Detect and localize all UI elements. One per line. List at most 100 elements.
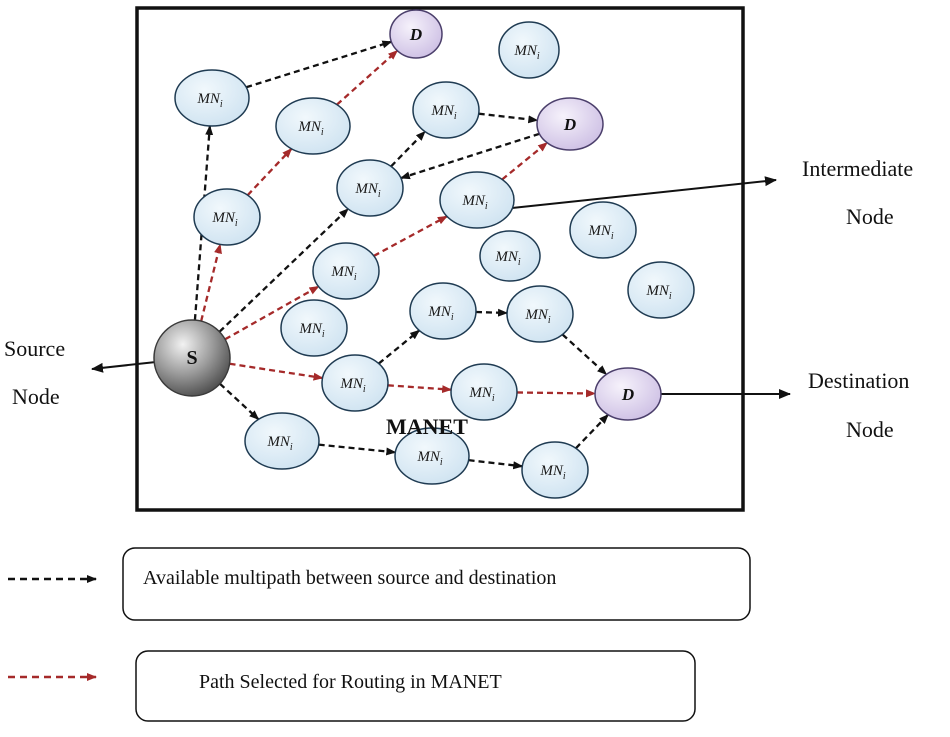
intermediate-node: MNi — [174, 69, 250, 127]
available-path-edge-s-a1 — [193, 124, 214, 321]
destination-node-label: D — [621, 385, 634, 404]
intermediate-node-label: MNi — [297, 119, 324, 138]
source-callout-line1: Source — [4, 336, 65, 361]
destination-node-label: D — [409, 25, 422, 44]
available-path-edge-a6-a4 — [390, 130, 426, 168]
destination-callout-line1: Destination — [808, 368, 909, 393]
selected-path-edge-a8-a7 — [373, 215, 448, 257]
intermediate-node-shape — [521, 441, 589, 499]
manet-area-label: MANET — [386, 414, 468, 439]
intermediate-node-label: MNi — [468, 385, 495, 404]
available-path-edge-d2-a6 — [399, 132, 540, 180]
legend-selected-label: Path Selected for Routing in MANET — [199, 671, 502, 693]
legend-available-label: Available multipath between source and d… — [143, 567, 556, 589]
intermediate-node: MNi — [312, 242, 380, 300]
legend-selected-box — [135, 650, 696, 722]
intermediate-node-shape — [312, 242, 380, 300]
available-path-edge-a15-a13 — [378, 329, 421, 365]
intermediate-node: MNi — [394, 427, 470, 485]
intermediate-node-label: MNi — [427, 304, 454, 323]
selected-path-edge-a15-a16 — [387, 384, 453, 394]
intermediate-node-shape — [506, 285, 574, 343]
intermediate-node-label: MNi — [354, 181, 381, 200]
legend-available-box — [122, 547, 751, 621]
destination-node-shape — [594, 367, 662, 421]
intermediate-node-label: MNi — [430, 103, 457, 122]
intermediate-node-shape — [479, 230, 541, 282]
intermediate-node-label: MNi — [330, 264, 357, 283]
destination-node-label: D — [563, 115, 576, 134]
intermediate-node-label: MNi — [587, 223, 614, 242]
intermediate-callout-arrow — [511, 176, 777, 209]
intermediate-node-shape — [409, 282, 477, 340]
available-path-edge-a19-d3 — [575, 413, 609, 450]
available-path-edge-a17-a18 — [318, 443, 397, 456]
intermediate-node-label: MNi — [524, 307, 551, 326]
intermediate-node: MNi — [244, 412, 320, 470]
intermediate-node: MNi — [439, 171, 515, 229]
destination-node: D — [594, 367, 662, 421]
intermediate-node: MNi — [498, 21, 560, 79]
intermediate-node: MNi — [321, 354, 389, 412]
intermediate-node: MNi — [479, 230, 541, 282]
source-callout-arrow — [91, 361, 157, 373]
intermediate-node-shape — [569, 201, 637, 259]
intermediate-node-shape — [321, 354, 389, 412]
path-edges — [193, 40, 609, 470]
intermediate-node-label: MNi — [539, 463, 566, 482]
legend: Available multipath between source and d… — [8, 547, 751, 722]
intermediate-node: MNi — [280, 299, 348, 357]
intermediate-node: MNi — [275, 97, 351, 155]
intermediate-node-label: MNi — [513, 43, 540, 62]
selected-path-edge-s-a15 — [229, 362, 324, 381]
intermediate-node-shape — [193, 188, 261, 246]
intermediate-node: MNi — [521, 441, 589, 499]
selected-path-edge-a16-d3 — [516, 389, 597, 398]
intermediate-node-label: MNi — [416, 449, 443, 468]
source-node: S — [153, 319, 231, 397]
destination-node: D — [389, 9, 443, 59]
intermediate-node: MNi — [506, 285, 574, 343]
intermediate-node: MNi — [412, 81, 480, 139]
available-path-edge-s-a17 — [219, 382, 260, 421]
intermediate-node-label: MNi — [494, 249, 521, 268]
intermediate-node-shape — [412, 81, 480, 139]
intermediate-node-label: MNi — [645, 283, 672, 302]
intermediate-node-shape — [174, 69, 250, 127]
intermediate-node-shape — [439, 171, 515, 229]
intermediate-node-shape — [244, 412, 320, 470]
source-node-shape — [153, 319, 231, 397]
selected-path-edge-a3-a2 — [246, 147, 293, 196]
selected-path-edge-a2-d1 — [336, 49, 399, 106]
intermediate-node-shape — [627, 261, 695, 319]
source-callout-line2: Node — [12, 384, 60, 409]
intermediate-node-label: MNi — [298, 321, 325, 340]
callout-arrows — [91, 176, 791, 399]
intermediate-node: MNi — [569, 201, 637, 259]
intermediate-node-label: MNi — [211, 210, 238, 229]
available-path-edge-a1-d1 — [245, 40, 393, 89]
intermediate-node-label: MNi — [461, 193, 488, 212]
available-path-edge-a18-a19 — [468, 459, 524, 470]
intermediate-node: MNi — [193, 188, 261, 246]
destination-callout-line2: Node — [846, 417, 894, 442]
intermediate-callout-line1: Intermediate — [802, 156, 913, 181]
available-path-edge-a13-a14 — [475, 308, 509, 317]
source-node-label: S — [186, 347, 197, 369]
intermediate-node: MNi — [627, 261, 695, 319]
destination-node-shape — [536, 97, 604, 151]
intermediate-node-label: MNi — [266, 434, 293, 453]
intermediate-node-shape — [394, 427, 470, 485]
selected-path-edge-s-a8 — [224, 285, 320, 341]
intermediate-node-shape — [498, 21, 560, 79]
intermediate-node-label: MNi — [339, 376, 366, 395]
intermediate-node: MNi — [336, 159, 404, 217]
intermediate-callout-line2: Node — [846, 204, 894, 229]
intermediate-node-shape — [336, 159, 404, 217]
intermediate-node-shape — [280, 299, 348, 357]
intermediate-node: MNi — [409, 282, 477, 340]
intermediate-node-shape — [450, 363, 518, 421]
destination-node-shape — [389, 9, 443, 59]
